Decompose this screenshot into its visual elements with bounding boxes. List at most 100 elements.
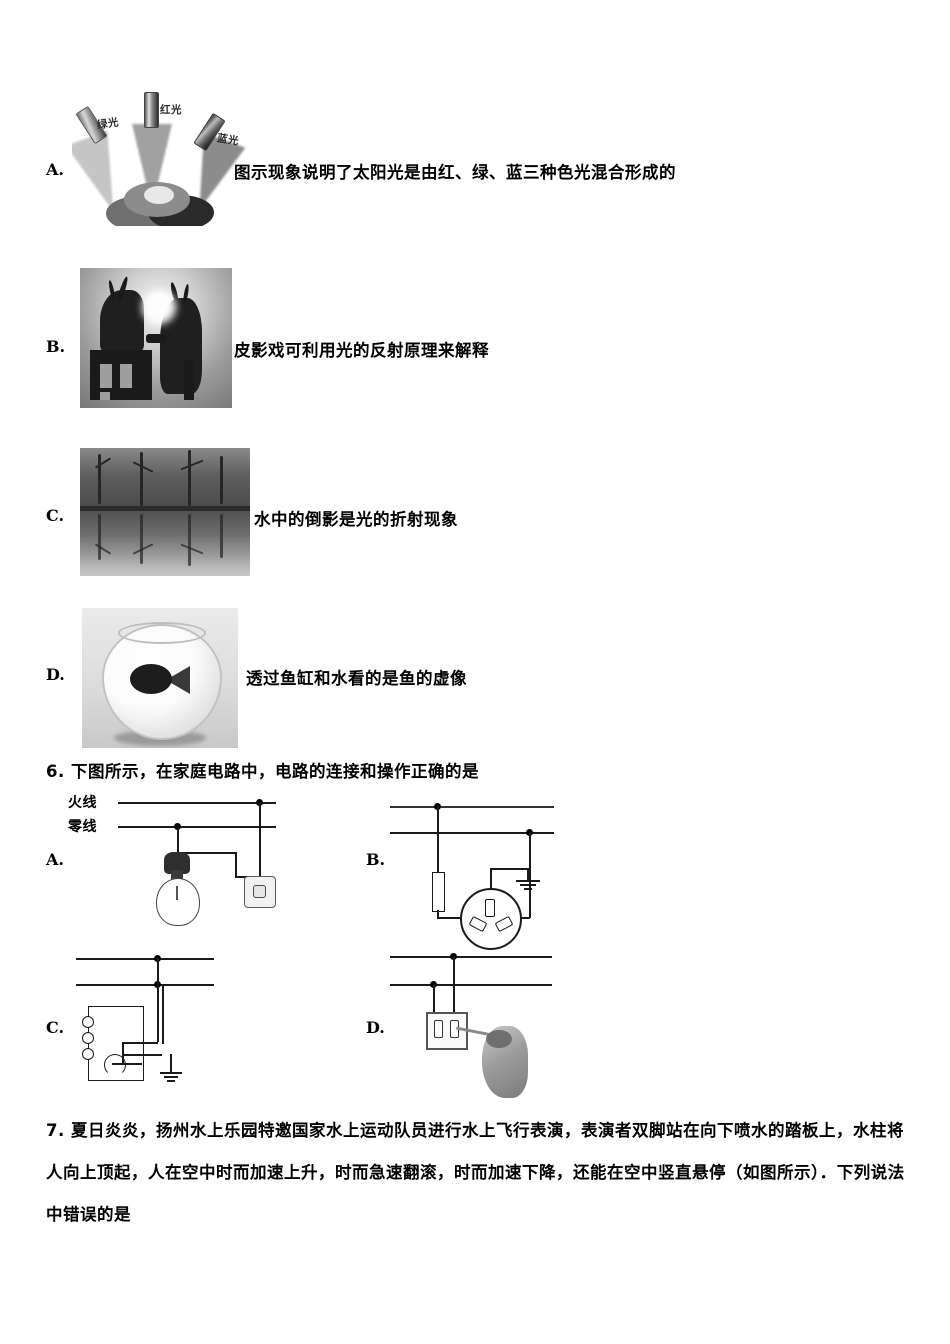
lamp-holder [164, 852, 190, 874]
stand-gap-1 [100, 364, 112, 388]
fuse-branch-wire [437, 806, 439, 872]
question-7-line-3: 中错误的是 [46, 1205, 131, 1224]
live-wire [390, 806, 554, 808]
spotlight-color-mixing-photo: 绿光 红光 蓝光 [72, 86, 262, 226]
circuit-option-c [66, 950, 326, 1100]
live-wire [76, 958, 214, 960]
heater-wire-h3 [112, 1063, 142, 1065]
live-wire-label: 火线 [68, 795, 97, 811]
heater-outlet-coil [104, 1054, 126, 1076]
branch-reflection [140, 514, 143, 564]
socket-ground-hole [485, 899, 495, 917]
outlet-feed-wire-1 [453, 956, 455, 1014]
branch [140, 452, 143, 506]
neutral-wire-label: 零线 [68, 819, 97, 835]
heater-knob-1 [82, 1016, 94, 1028]
lamp-holder-neck [171, 870, 183, 880]
branch-reflection [98, 514, 101, 560]
neutral-wire [76, 984, 214, 986]
wall-outlet [426, 1012, 468, 1050]
right-puppet-chair [184, 360, 194, 400]
ground-symbol-stem [170, 1054, 172, 1072]
option-a-letter: A. [46, 160, 64, 179]
red-light-label: 红光 [160, 104, 182, 116]
heater-wire-h2 [122, 1054, 162, 1056]
branch [220, 456, 223, 504]
lamp-switch-link-h [179, 852, 237, 854]
outlet-feed-wire-2 [433, 984, 435, 1014]
shoreline [80, 505, 250, 511]
heater-wire-v1 [122, 1042, 124, 1064]
heater-knob-3 [82, 1048, 94, 1060]
option-row-a: A. 绿光 红光 蓝光 图示现象说明了太阳光是由红、绿、蓝三种色光混合形成的 [0, 0, 950, 240]
right-puppet-arm [146, 334, 166, 343]
ground-symbol-bar-3 [524, 888, 532, 890]
ground-symbol-bar-2 [520, 884, 536, 886]
circuit-option-b [390, 800, 610, 950]
left-puppet-figure [100, 290, 144, 352]
circuit-a-letter: A. [46, 850, 64, 869]
bulb-filament [176, 886, 178, 900]
question-6-stem: 6. 下图所示，在家庭电路中，电路的连接和操作正确的是 [46, 762, 479, 781]
live-wire [390, 956, 552, 958]
option-d-text: 透过鱼缸和水看的是鱼的虚像 [246, 669, 467, 688]
ground-symbol-bar-1 [160, 1072, 182, 1074]
fish-body [130, 664, 172, 694]
circuit-c-letter: C. [46, 1018, 65, 1037]
light-bulb [156, 878, 200, 926]
option-b-letter: B. [46, 337, 66, 356]
backlight-glow [142, 290, 176, 324]
question-7-body: 7. 夏日炎炎，扬州水上乐园特邀国家水上运动队员进行水上飞行表演，表演者双脚站在… [46, 1110, 912, 1236]
thumb [486, 1030, 512, 1048]
option-row-b: B. 皮影戏可利用光的反射原理来解释 [0, 0, 950, 420]
fuse [432, 872, 445, 912]
stand-gap-3 [100, 392, 110, 400]
neutral-wire [118, 826, 276, 828]
red-spotlight-icon [144, 92, 159, 128]
heater-wire-h1 [122, 1042, 158, 1044]
option-row-c: C. 水中的倒影是光的折射现象 [0, 0, 950, 600]
question-7-line-1: 7. 夏日炎炎，扬州水上乐园特邀国家水上运动队员进行水上飞行表演，表演者双脚站在… [46, 1121, 904, 1140]
branch-reflection [220, 514, 223, 558]
neutral-wire [390, 984, 552, 986]
ground-symbol-bar-3 [167, 1080, 175, 1082]
option-b-text: 皮影戏可利用光的反射原理来解释 [234, 341, 489, 360]
heater-feed-wire-2 [162, 984, 164, 1044]
outlet-slot-left [434, 1020, 443, 1038]
ground-symbol-bar-2 [164, 1076, 178, 1078]
ground-branch-h [490, 868, 528, 870]
water-reflection-trees-photo [80, 448, 250, 576]
circuit-b-letter: B. [366, 850, 386, 869]
ground-symbol-bar-1 [516, 880, 540, 882]
option-c-text: 水中的倒影是光的折射现象 [254, 510, 458, 529]
bowl-rim [118, 622, 206, 644]
option-row-d: D. 透过鱼缸和水看的是鱼的虚像 [46, 608, 467, 748]
socket-left-wire [437, 917, 467, 919]
branch [98, 454, 101, 504]
heater-knob-2 [82, 1032, 94, 1044]
circuit-d-letter: D. [366, 1018, 385, 1037]
option-d-letter: D. [46, 665, 65, 684]
lamp-drop-wire [177, 826, 179, 860]
question-7-line-2: 人向上顶起，人在空中时而加速上升，时而急速翻滚，时而加速下降，还能在空中竖直悬停… [46, 1163, 905, 1182]
ground-branch-v [490, 868, 492, 890]
socket-right-wire [529, 832, 531, 918]
ground-symbol-stem [527, 868, 529, 880]
circuit-option-a: 火线 零线 [66, 790, 346, 950]
white-overlap-region [144, 186, 174, 204]
option-c-letter: C. [46, 506, 65, 525]
goldfish-bowl-photo [82, 608, 238, 748]
three-pin-socket [460, 888, 522, 950]
stand-gap-2 [120, 364, 132, 388]
fuse-lower-wire [437, 910, 439, 918]
circuit-option-d [390, 950, 630, 1100]
switch-drop-wire [259, 802, 261, 878]
lamp-switch-link-v [235, 852, 237, 878]
neutral-wire [390, 832, 554, 834]
heater-feed-wire-1 [157, 958, 159, 1042]
branch-reflection [188, 514, 191, 566]
shadow-puppet-photo [80, 268, 232, 408]
option-a-text: 图示现象说明了太阳光是由红、绿、蓝三种色光混合形成的 [234, 163, 676, 182]
branch [188, 450, 191, 506]
